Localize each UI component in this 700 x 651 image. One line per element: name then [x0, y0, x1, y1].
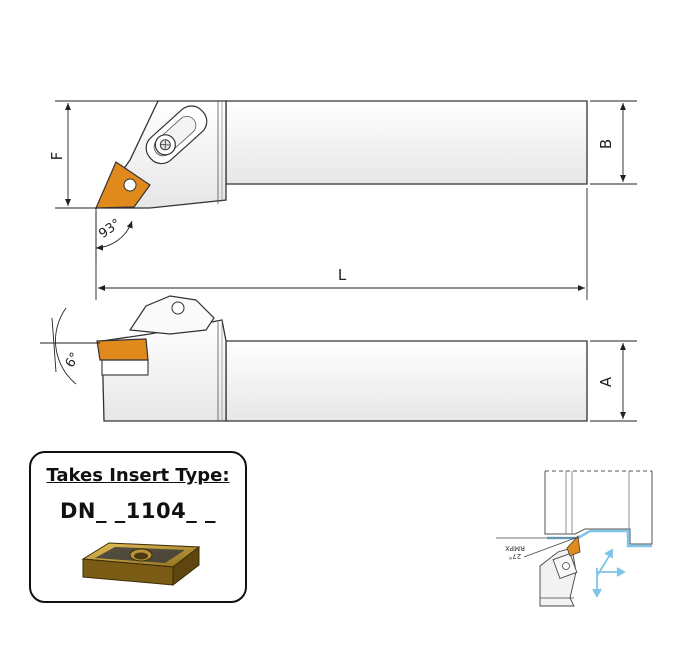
dim-label-approach-angle: 93°: [96, 216, 123, 242]
side-view-shank: [225, 340, 588, 422]
insert-info-heading: Takes Insert Type:: [46, 465, 230, 486]
side-view-clamp: [128, 295, 215, 335]
insert-image: [81, 542, 201, 587]
top-view-insert: [95, 161, 151, 209]
side-view-seat: [101, 359, 149, 376]
application-diagram: RMPX 27°: [496, 470, 653, 607]
application-label-line2: 27°: [509, 552, 521, 560]
insert-type-code: DN_ _1104_ _: [59, 499, 217, 523]
workpiece-outline: [544, 471, 653, 545]
side-view: [96, 295, 588, 422]
application-tool-insert: [566, 535, 581, 557]
feed-direction-arrows: [592, 548, 626, 598]
application-label-line1: RMPX: [505, 544, 525, 552]
dim-label-l: L: [338, 266, 347, 284]
top-view-shank: [225, 100, 588, 185]
side-view-insert: [96, 338, 149, 361]
insert-info-box: Takes Insert Type: DN_ _1104_ _: [29, 451, 247, 603]
dim-label-b: B: [597, 139, 615, 149]
dim-label-clearance-angle: 6°: [63, 350, 83, 370]
dim-label-f: F: [48, 152, 66, 161]
dim-label-a: A: [597, 376, 615, 387]
clamp-lever: [145, 105, 208, 165]
top-view: [94, 100, 588, 209]
dimension-lines: [40, 100, 637, 422]
